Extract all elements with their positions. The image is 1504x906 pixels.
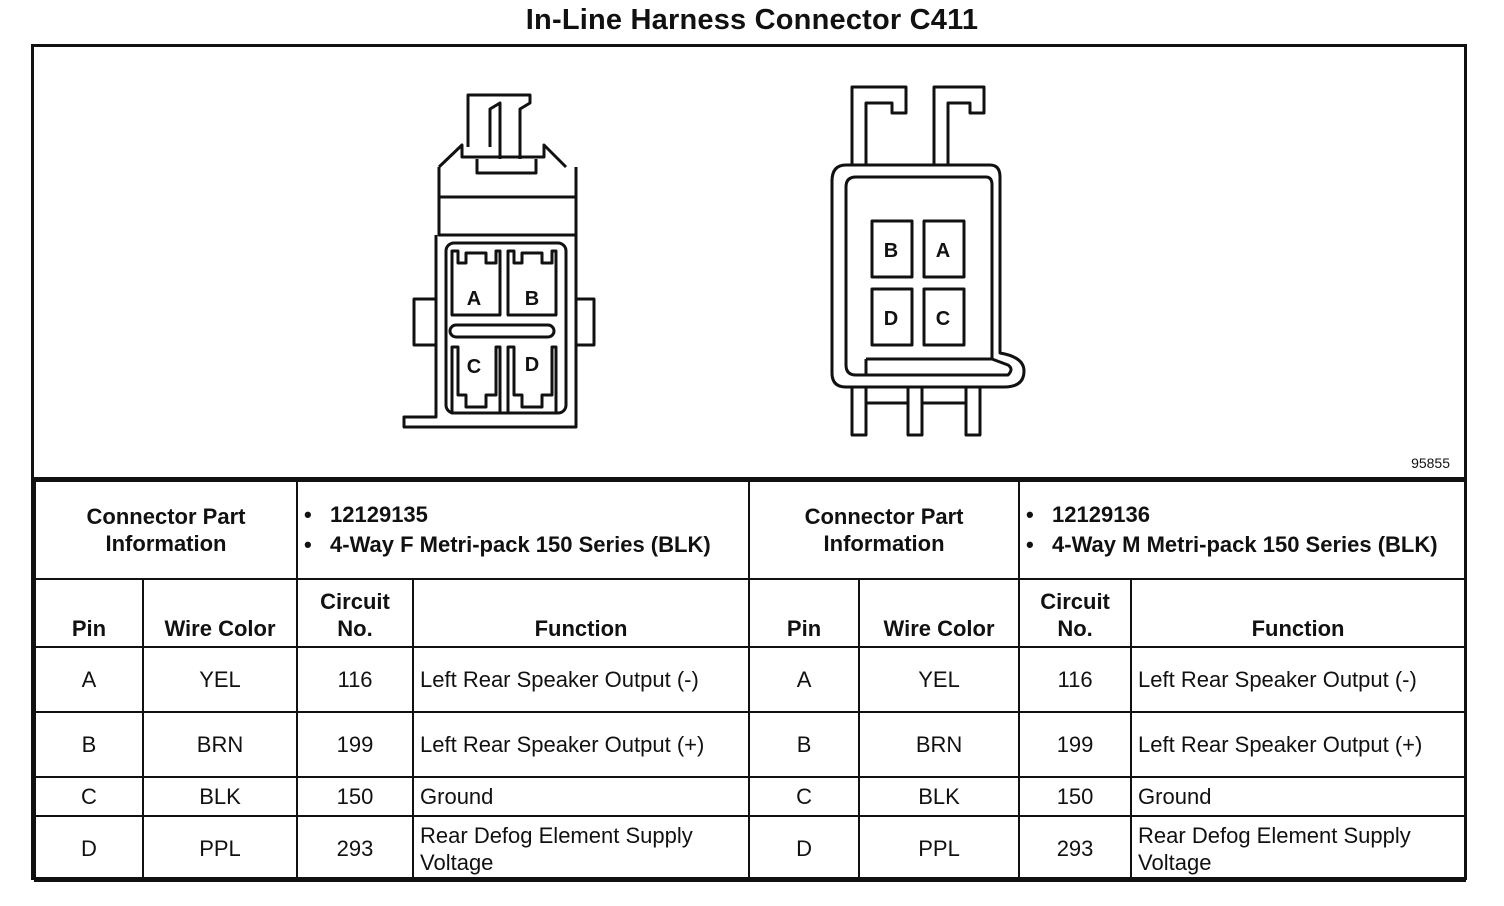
part-description: 4-Way M Metri-pack 150 Series (BLK) <box>1026 530 1458 560</box>
part-number: 12129135 <box>304 500 742 530</box>
part-info-values: 12129136 4-Way M Metri-pack 150 Series (… <box>1018 480 1467 580</box>
header-pin: Pin <box>34 578 144 648</box>
pin-cell: D <box>34 815 144 882</box>
female-cavity-label: D <box>525 354 539 376</box>
function-cell: Ground <box>412 776 751 817</box>
pinout-table: Connector Part Information 12129135 4-Wa… <box>33 480 1467 882</box>
connector-drawing: A B C D B A D C <box>402 85 1026 437</box>
female-cavity-label: C <box>467 356 481 378</box>
circuit-cell: 199 <box>1018 711 1133 778</box>
female-connector-shape <box>402 93 596 429</box>
part-info-label: Connector Part Information <box>33 480 299 580</box>
circuit-cell: 150 <box>1018 776 1133 817</box>
wire-color-cell: BLK <box>858 776 1021 817</box>
pin-cell: C <box>748 776 861 817</box>
function-cell: Rear Defog Element Supply Voltage <box>1130 815 1467 882</box>
wire-color-cell: PPL <box>141 815 299 882</box>
header-wire-color: Wire Color <box>141 578 299 648</box>
male-cavity-label: C <box>936 308 950 330</box>
function-cell: Left Rear Speaker Output (-) <box>1130 646 1467 713</box>
column-header-row: Pin Wire Color Circuit No. Function Pin … <box>34 578 1467 648</box>
pin-cell: A <box>34 646 144 713</box>
table-row: B BRN 199 Left Rear Speaker Output (+) B… <box>34 711 1467 778</box>
wire-color-cell: BRN <box>858 711 1021 778</box>
female-cavity-label: B <box>525 288 539 310</box>
function-cell: Rear Defog Element Supply Voltage <box>412 815 751 882</box>
page-title: In-Line Harness Connector C411 <box>525 4 979 36</box>
table-row: C BLK 150 Ground C BLK 150 Ground <box>34 776 1467 817</box>
pin-cell: B <box>748 711 861 778</box>
pin-cell: C <box>34 776 144 817</box>
wire-color-cell: BRN <box>141 711 299 778</box>
part-info-values: 12129135 4-Way F Metri-pack 150 Series (… <box>296 480 751 580</box>
function-cell: Left Rear Speaker Output (+) <box>412 711 751 778</box>
connector-illustration: A B C D B A D C 95855 <box>34 47 1464 480</box>
circuit-cell: 116 <box>1018 646 1133 713</box>
figure-id: 95855 <box>1411 455 1450 471</box>
function-cell: Ground <box>1130 776 1467 817</box>
female-cavity-label: A <box>467 288 481 310</box>
pin-cell: A <box>748 646 861 713</box>
header-pin: Pin <box>748 578 861 648</box>
male-cavity-label: D <box>884 308 898 330</box>
header-wire-color: Wire Color <box>858 578 1021 648</box>
header-function: Function <box>412 578 751 648</box>
part-info-row: Connector Part Information 12129135 4-Wa… <box>33 480 1467 580</box>
wire-color-cell: PPL <box>858 815 1021 882</box>
part-description: 4-Way F Metri-pack 150 Series (BLK) <box>304 530 742 560</box>
pin-cell: D <box>748 815 861 882</box>
male-connector-shape <box>830 85 1026 437</box>
table-row: D PPL 293 Rear Defog Element Supply Volt… <box>34 815 1467 882</box>
wire-color-cell: YEL <box>858 646 1021 713</box>
wire-color-cell: BLK <box>141 776 299 817</box>
circuit-cell: 293 <box>296 815 415 882</box>
connector-frame: A B C D B A D C 95855 Connector Part Inf… <box>31 44 1467 882</box>
wire-color-cell: YEL <box>141 646 299 713</box>
circuit-cell: 116 <box>296 646 415 713</box>
part-number: 12129136 <box>1026 500 1458 530</box>
function-cell: Left Rear Speaker Output (-) <box>412 646 751 713</box>
male-cavity-label: A <box>936 240 950 262</box>
header-circuit: Circuit No. <box>1018 578 1133 648</box>
part-info-label: Connector Part Information <box>748 480 1021 580</box>
circuit-cell: 293 <box>1018 815 1133 882</box>
circuit-cell: 199 <box>296 711 415 778</box>
table-row: A YEL 116 Left Rear Speaker Output (-) A… <box>34 646 1467 713</box>
pin-cell: B <box>34 711 144 778</box>
circuit-cell: 150 <box>296 776 415 817</box>
header-circuit: Circuit No. <box>296 578 415 648</box>
function-cell: Left Rear Speaker Output (+) <box>1130 711 1467 778</box>
male-cavity-label: B <box>884 240 898 262</box>
header-function: Function <box>1130 578 1467 648</box>
